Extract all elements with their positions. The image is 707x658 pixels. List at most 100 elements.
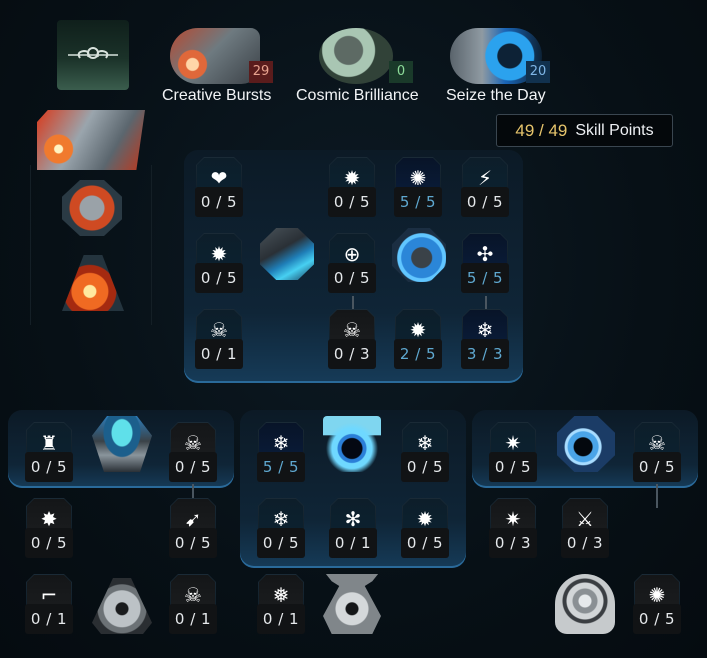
skill-node-maple-stack[interactable]: ✹ 0 / 5 xyxy=(195,233,243,295)
tree-tab-cosmic-brilliance[interactable]: 0 Cosmic Brilliance xyxy=(293,25,423,110)
skill-rank: 0 / 3 xyxy=(489,528,537,558)
skill-node-skull-ring[interactable]: ☠ 0 / 1 xyxy=(169,574,217,636)
horn-gear-icon: ⚔ xyxy=(576,507,594,531)
skill-node-skull-strike[interactable]: ☠ 0 / 3 xyxy=(328,309,376,371)
skull-ring-icon: ☠ xyxy=(184,583,202,607)
maple-orb-icon: ✺ xyxy=(409,166,427,190)
creative-bursts-icon xyxy=(170,28,260,84)
skill-rank: 0 / 5 xyxy=(633,604,681,634)
skill-rank: 0 / 5 xyxy=(169,528,217,558)
skill-node-maple-gears[interactable]: ✹ 2 / 5 xyxy=(394,309,442,371)
skill-rank: 2 / 5 xyxy=(394,339,442,369)
skill-node-flex-strike[interactable]: ⚡ 0 / 5 xyxy=(461,157,509,219)
skill-node-skull-orbit[interactable]: ☠ 0 / 1 xyxy=(195,309,243,371)
skill-rank: 3 / 3 xyxy=(461,339,509,369)
pedestal-hole-emblem[interactable] xyxy=(323,574,381,634)
node-connector xyxy=(352,296,354,310)
skull-crack-icon: ☠ xyxy=(184,431,202,455)
skill-node-snow-dots[interactable]: ❄ 0 / 5 xyxy=(401,422,449,484)
skill-node-maple-orb[interactable]: ✺ 5 / 5 xyxy=(394,157,442,219)
vortex-disc-emblem[interactable] xyxy=(555,574,615,634)
respec-button[interactable] xyxy=(57,20,129,90)
skill-node-maple-crest[interactable]: ✹ 0 / 5 xyxy=(328,157,376,219)
skill-rank: 0 / 5 xyxy=(195,263,243,293)
node-connector xyxy=(192,484,194,498)
skill-node-spin-burst[interactable]: ✷ 0 / 5 xyxy=(489,422,537,484)
skill-rank: 0 / 3 xyxy=(328,339,376,369)
infinity-knot-icon xyxy=(68,47,118,59)
snowflake-up-icon: ❄ xyxy=(476,318,494,342)
skill-node-horn-gear[interactable]: ⚔ 0 / 3 xyxy=(561,498,609,560)
black-hole-emblem[interactable] xyxy=(323,416,381,472)
skill-node-snow-gear[interactable]: ❄ 0 / 5 xyxy=(257,498,305,560)
skill-rank: 0 / 5 xyxy=(461,187,509,217)
skill-node-triple-snow[interactable]: ❅ 0 / 1 xyxy=(257,574,305,636)
skill-points-value: 49 / 49 xyxy=(515,120,568,140)
skill-rank: 0 / 1 xyxy=(257,604,305,634)
skill-rank: 0 / 5 xyxy=(195,187,243,217)
node-connector xyxy=(656,484,658,508)
skill-node-spike-burst[interactable]: ✸ 0 / 5 xyxy=(25,498,73,560)
crown-gear-icon: ♜ xyxy=(40,431,58,455)
skill-rank: 0 / 5 xyxy=(633,452,681,482)
bubble-cannon-emblem[interactable] xyxy=(557,416,615,472)
bubble-rock-emblem[interactable] xyxy=(92,578,152,634)
skull-tentacle-icon[interactable] xyxy=(62,180,122,236)
skill-rank: 0 / 1 xyxy=(329,528,377,558)
slash-emblem[interactable] xyxy=(392,228,446,282)
sidebar-frame xyxy=(30,165,152,325)
skill-node-snowflake-up[interactable]: ❄ 3 / 3 xyxy=(461,309,509,371)
tree-name: Creative Bursts xyxy=(162,87,272,104)
skill-rank: 0 / 5 xyxy=(257,528,305,558)
skill-rank: 5 / 5 xyxy=(461,263,509,293)
skill-node-spin-gear[interactable]: ✷ 0 / 3 xyxy=(489,498,537,560)
spin-burst-icon: ✷ xyxy=(504,431,522,455)
maple-crest-icon: ✹ xyxy=(343,166,361,190)
snow-gear-icon: ❄ xyxy=(272,507,290,531)
tree-tab-seize-the-day[interactable]: 20 Seize the Day xyxy=(442,25,557,110)
skill-rank: 5 / 5 xyxy=(257,452,305,482)
orbit-gadget-emblem[interactable] xyxy=(92,416,152,472)
tree-tab-creative-bursts[interactable]: 29 Creative Bursts xyxy=(160,25,275,110)
spin-gear-icon: ✷ xyxy=(504,507,522,531)
skull-swords-icon: ☠ xyxy=(648,431,666,455)
skill-node-maple-orb-b[interactable]: ✺ 0 / 5 xyxy=(633,574,681,636)
skill-node-crown-gear[interactable]: ♜ 0 / 5 xyxy=(25,422,73,484)
skill-points-label: Skill Points xyxy=(575,121,654,139)
skill-rank: 0 / 5 xyxy=(25,528,73,558)
skill-rank: 0 / 5 xyxy=(401,528,449,558)
spike-burst-icon: ✸ xyxy=(40,507,58,531)
skill-node-crosshair[interactable]: ⊕ 0 / 5 xyxy=(328,233,376,295)
heart-infinity-icon: ❤ xyxy=(210,166,228,190)
skill-rank: 5 / 5 xyxy=(394,187,442,217)
skill-node-heart-infinity[interactable]: ❤ 0 / 5 xyxy=(195,157,243,219)
points-badge: 0 xyxy=(389,61,413,83)
skill-node-vortex-focus[interactable]: ✣ 5 / 5 xyxy=(461,233,509,295)
skill-rank: 0 / 5 xyxy=(328,263,376,293)
tree-name: Cosmic Brilliance xyxy=(296,87,419,104)
skull-flake-icon: ✻ xyxy=(344,507,362,531)
skill-rank: 0 / 5 xyxy=(169,452,217,482)
boot-wing-icon: ➹ xyxy=(184,507,202,531)
maple-stack-icon: ✹ xyxy=(210,242,228,266)
cosmic-brilliance-icon xyxy=(319,28,393,84)
triple-snow-icon: ❅ xyxy=(272,583,290,607)
skill-node-skull-swords[interactable]: ☠ 0 / 5 xyxy=(633,422,681,484)
skill-rank: 0 / 5 xyxy=(489,452,537,482)
creative-bursts-tree-icon[interactable] xyxy=(37,110,145,170)
snow-dots-icon: ❄ xyxy=(416,431,434,455)
gun-ring-icon: ⌐ xyxy=(40,583,58,607)
dash-emblem[interactable] xyxy=(260,228,314,280)
skill-node-skull-crack[interactable]: ☠ 0 / 5 xyxy=(169,422,217,484)
skill-node-maple-snow[interactable]: ✹ 0 / 5 xyxy=(401,498,449,560)
skill-rank: 0 / 5 xyxy=(401,452,449,482)
skill-rank: 0 / 1 xyxy=(25,604,73,634)
skill-node-boot-wing[interactable]: ➹ 0 / 5 xyxy=(169,498,217,560)
skill-node-gun-ring[interactable]: ⌐ 0 / 1 xyxy=(25,574,73,636)
snow-slash-icon: ❄ xyxy=(272,431,290,455)
flex-strike-icon: ⚡ xyxy=(477,166,493,190)
maple-orb-icon: ✺ xyxy=(648,583,666,607)
skill-node-snow-slash[interactable]: ❄ 5 / 5 xyxy=(257,422,305,484)
skill-node-skull-flake[interactable]: ✻ 0 / 1 xyxy=(329,498,377,560)
skill-rank: 0 / 5 xyxy=(328,187,376,217)
